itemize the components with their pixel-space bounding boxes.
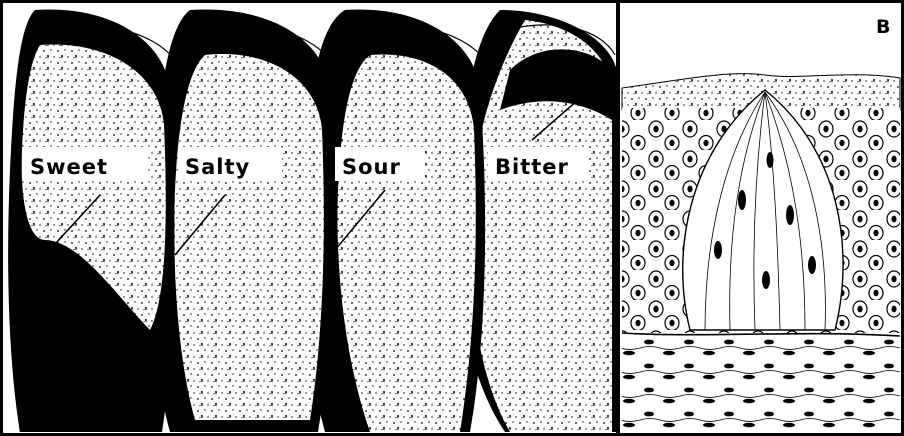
panel-divider (616, 0, 620, 436)
taste-label-bitter: Bitter (495, 155, 569, 179)
panel-b: B (621, 3, 901, 433)
panel-a-letter: A (20, 399, 35, 421)
panel-b-letter: B (876, 16, 890, 38)
taste-label-sweet: Sweet (30, 155, 108, 179)
tongue-sweet (8, 10, 174, 432)
tongue-salty (151, 10, 333, 432)
taste-label-salty: Salty (185, 155, 250, 179)
panel-a: Sweet Salty Sour Bitter A (8, 10, 618, 432)
taste-label-sour: Sour (342, 155, 401, 179)
connective-tissue (622, 337, 900, 433)
